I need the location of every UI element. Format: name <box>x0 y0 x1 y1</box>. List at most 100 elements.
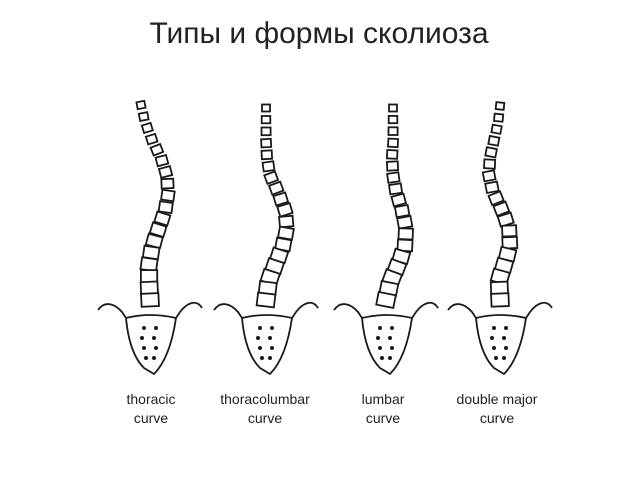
sacral-foramen <box>142 346 146 350</box>
spine-lumbar <box>333 103 439 375</box>
sacral-foramen <box>388 336 392 340</box>
sacral-foramen <box>144 356 148 360</box>
sacral-foramen <box>378 346 382 350</box>
sacral-foramen <box>390 326 394 330</box>
vertebra <box>140 121 154 135</box>
vertebra <box>387 126 399 136</box>
vertebra <box>397 227 414 241</box>
vertebra <box>387 137 400 149</box>
caption-thoracic: thoracic curve <box>86 390 216 428</box>
sacral-foramen <box>260 356 264 360</box>
sacral-foramen <box>258 346 262 350</box>
vertebra <box>157 200 174 215</box>
sacral-foramen <box>492 326 496 330</box>
vertebra <box>160 177 175 190</box>
vertebra <box>276 202 294 218</box>
caption-line: double major <box>456 391 538 407</box>
sacral-foramen <box>390 346 394 350</box>
vertebra <box>483 158 497 170</box>
vertebra <box>140 292 160 308</box>
caption-line: thoracolumbar <box>220 391 310 407</box>
spine-thoracolumbar <box>213 103 319 375</box>
sacral-foramen <box>270 346 274 350</box>
vertebra <box>492 112 505 123</box>
caption-line: lumbar <box>361 391 405 407</box>
vertebra <box>153 210 172 227</box>
vertebra <box>154 153 170 168</box>
caption-line: curve <box>133 410 169 426</box>
vertebra <box>501 224 518 238</box>
sacral-foramen <box>502 356 506 360</box>
sacral-foramen <box>152 336 156 340</box>
sacrum <box>447 301 553 375</box>
spine-double-major <box>447 101 553 375</box>
vertebra <box>260 115 272 125</box>
sacral-foramen <box>258 326 262 330</box>
sacral-foramen <box>502 336 506 340</box>
vertebra <box>160 188 176 203</box>
sacrum-top <box>125 314 177 319</box>
vertebra <box>144 132 159 146</box>
vertebra <box>393 203 411 219</box>
sacrum <box>333 301 439 375</box>
caption-line: curve <box>247 410 283 426</box>
sacral-foramen <box>376 336 380 340</box>
vertebra <box>396 214 414 230</box>
vertebra <box>375 290 397 310</box>
vertebra <box>255 291 277 309</box>
sacral-foramen <box>270 326 274 330</box>
sacral-foramen <box>388 356 392 360</box>
spine-thoracic <box>97 99 203 375</box>
sacrum <box>97 301 203 375</box>
sacral-foramen <box>378 326 382 330</box>
caption-line: curve <box>479 410 515 426</box>
sacrum-top <box>475 314 527 319</box>
caption-line: thoracic <box>126 391 176 407</box>
vertebra <box>261 160 276 173</box>
vertebra <box>139 269 159 284</box>
vertebra <box>492 200 511 218</box>
vertebra <box>481 169 497 183</box>
vertebra <box>149 142 165 157</box>
sacral-foramen <box>140 336 144 340</box>
vertebra <box>487 190 505 207</box>
vertebra <box>487 134 501 147</box>
sacral-foramen <box>380 356 384 360</box>
sacral-foramen <box>154 326 158 330</box>
slide-title: Типы и формы сколиоза <box>149 17 489 50</box>
vertebra <box>490 292 510 308</box>
sacral-foramen <box>268 336 272 340</box>
vertebra <box>137 111 150 122</box>
vertebra <box>385 160 400 172</box>
sacral-foramen <box>504 346 508 350</box>
vertebra <box>157 165 174 179</box>
sacral-foramen <box>268 356 272 360</box>
vertebra <box>267 180 285 196</box>
sacral-foramen <box>494 356 498 360</box>
vertebra <box>260 149 274 161</box>
sacral-foramen <box>504 326 508 330</box>
vertebra <box>490 123 503 135</box>
caption-lumbar: lumbar curve <box>318 390 448 428</box>
vertebra <box>261 103 271 113</box>
vertebra <box>390 192 408 208</box>
vertebra <box>260 137 273 149</box>
sacrum <box>213 301 319 375</box>
vertebra <box>484 146 498 159</box>
caption-line: curve <box>365 410 401 426</box>
sacral-foramen <box>152 356 156 360</box>
sacrum-top <box>241 314 293 319</box>
vertebra <box>260 126 272 137</box>
vertebra <box>484 180 500 195</box>
vertebra <box>388 103 398 113</box>
caption-double-major: double major curve <box>432 390 562 428</box>
vertebra <box>387 114 399 125</box>
sacral-foramen <box>154 346 158 350</box>
vertebra <box>494 101 506 111</box>
vertebra <box>263 170 280 186</box>
vertebra <box>278 214 295 229</box>
caption-thoracolumbar: thoracolumbar curve <box>200 390 330 428</box>
vertebra <box>272 191 290 207</box>
vertebra <box>385 149 399 160</box>
